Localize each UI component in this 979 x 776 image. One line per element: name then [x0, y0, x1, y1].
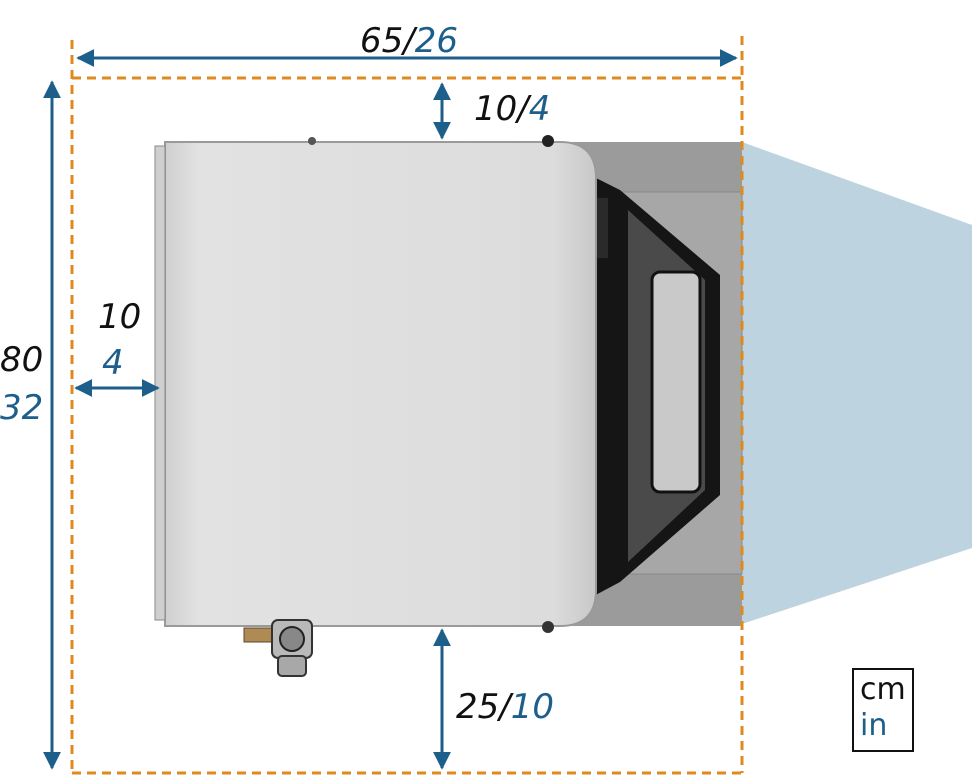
- top-clearance-label: 10/4: [474, 92, 550, 126]
- width-in: 26: [414, 21, 458, 61]
- top-separator: /: [517, 89, 529, 129]
- width-label: 65/26: [360, 24, 458, 58]
- side-plate: [154, 145, 166, 621]
- valve-fitting: [243, 619, 313, 677]
- top-in: 4: [528, 89, 551, 129]
- bottom-separator: /: [499, 687, 511, 727]
- legend-imperial: in: [860, 708, 888, 743]
- top-cm: 10: [474, 89, 518, 129]
- bottom-in: 10: [510, 687, 554, 727]
- height-cm: 80: [0, 340, 44, 380]
- unit-legend: cm in: [852, 668, 914, 752]
- display-window: [650, 270, 702, 494]
- left-cm: 10: [98, 297, 142, 337]
- width-cm: 65: [360, 21, 404, 61]
- bottom-cm: 25: [456, 687, 500, 727]
- legend-metric: cm: [860, 672, 906, 707]
- left-in: 4: [102, 343, 124, 383]
- bottom-clearance-label: 25/10: [456, 690, 554, 724]
- width-separator: /: [403, 21, 415, 61]
- height-label: 80 32: [0, 343, 43, 425]
- height-in: 32: [0, 388, 44, 428]
- clearance-zone: [70, 36, 744, 775]
- left-clearance-label: 10 4: [98, 300, 141, 380]
- unit-body: [164, 141, 597, 627]
- exhaust-cone: [742, 142, 972, 624]
